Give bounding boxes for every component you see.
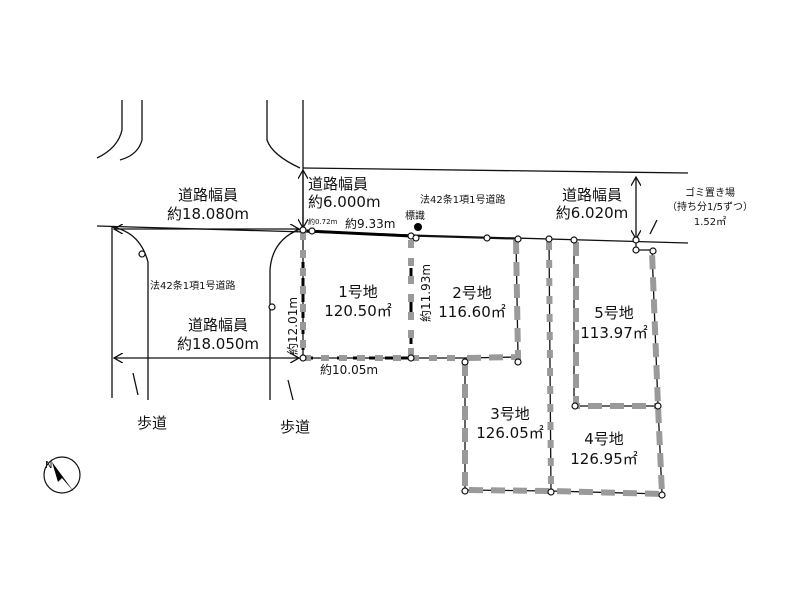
road-label-left-bottom: 道路幅員	[188, 316, 248, 334]
lot-area: 113.97㎡	[580, 324, 648, 342]
road-lines	[96, 100, 689, 401]
lot1-top-dimension: 約9.33m	[345, 216, 395, 231]
lot-name: 4号地	[584, 430, 624, 448]
road-label-right: 道路幅員	[562, 186, 622, 204]
garbage-area-note: ゴミ置き場 （持ち分1/5ずつ） 1.52㎡	[667, 186, 753, 228]
garbage-share: （持ち分1/5ずつ）	[667, 200, 753, 213]
road-width-left-bottom: 約18.050m	[177, 335, 259, 353]
lot-4[interactable]: 4号地 126.95㎡	[570, 430, 638, 468]
lot1-right-dimension: 約11.93m	[418, 264, 433, 322]
lot-5[interactable]: 5号地 113.97㎡	[580, 304, 648, 342]
road-width-right: 約6.020m	[556, 204, 629, 222]
lot-2[interactable]: 2号地 116.60㎡	[438, 284, 506, 321]
north-compass-icon: N	[43, 456, 81, 494]
lot-3[interactable]: 3号地 126.05㎡	[476, 405, 544, 442]
sign-marker-icon	[414, 223, 422, 231]
lot1-left-dimension: 約12.01m	[285, 297, 300, 355]
lot1-bottom-dimension: 約10.05m	[320, 362, 378, 377]
sign-label: 標識	[405, 209, 425, 222]
lot-name: 2号地	[452, 284, 492, 302]
road-label-left-top: 道路幅員	[178, 186, 238, 204]
sidewalk-label-right: 歩道	[280, 418, 310, 436]
lot-area: 126.95㎡	[570, 450, 638, 468]
legal-road-top: 法42条1項1号道路	[420, 193, 505, 206]
road-label-top: 道路幅員	[308, 175, 368, 193]
corner-dimension: 約0.72m	[308, 217, 338, 226]
garbage-area: 1.52㎡	[694, 216, 726, 228]
lot-area: 116.60㎡	[438, 303, 506, 321]
lot-area: 126.05㎡	[476, 424, 544, 442]
legal-road-left: 法42条1項1号道路	[150, 279, 235, 292]
compass-label: N	[45, 460, 52, 471]
lot-name: 5号地	[594, 304, 634, 322]
lot-1[interactable]: 1号地 120.50㎡	[324, 283, 392, 320]
garbage-title: ゴミ置き場	[685, 186, 735, 199]
road-width-top: 約6.000m	[308, 193, 381, 211]
sidewalk-label-left: 歩道	[137, 414, 167, 432]
lot-name: 3号地	[490, 405, 530, 423]
lot-name: 1号地	[338, 283, 378, 301]
lot-area: 120.50㎡	[324, 302, 392, 320]
road-width-left-top: 約18.080m	[167, 205, 249, 223]
boundary-markers	[138, 223, 666, 499]
dimension-arrows	[114, 170, 636, 358]
